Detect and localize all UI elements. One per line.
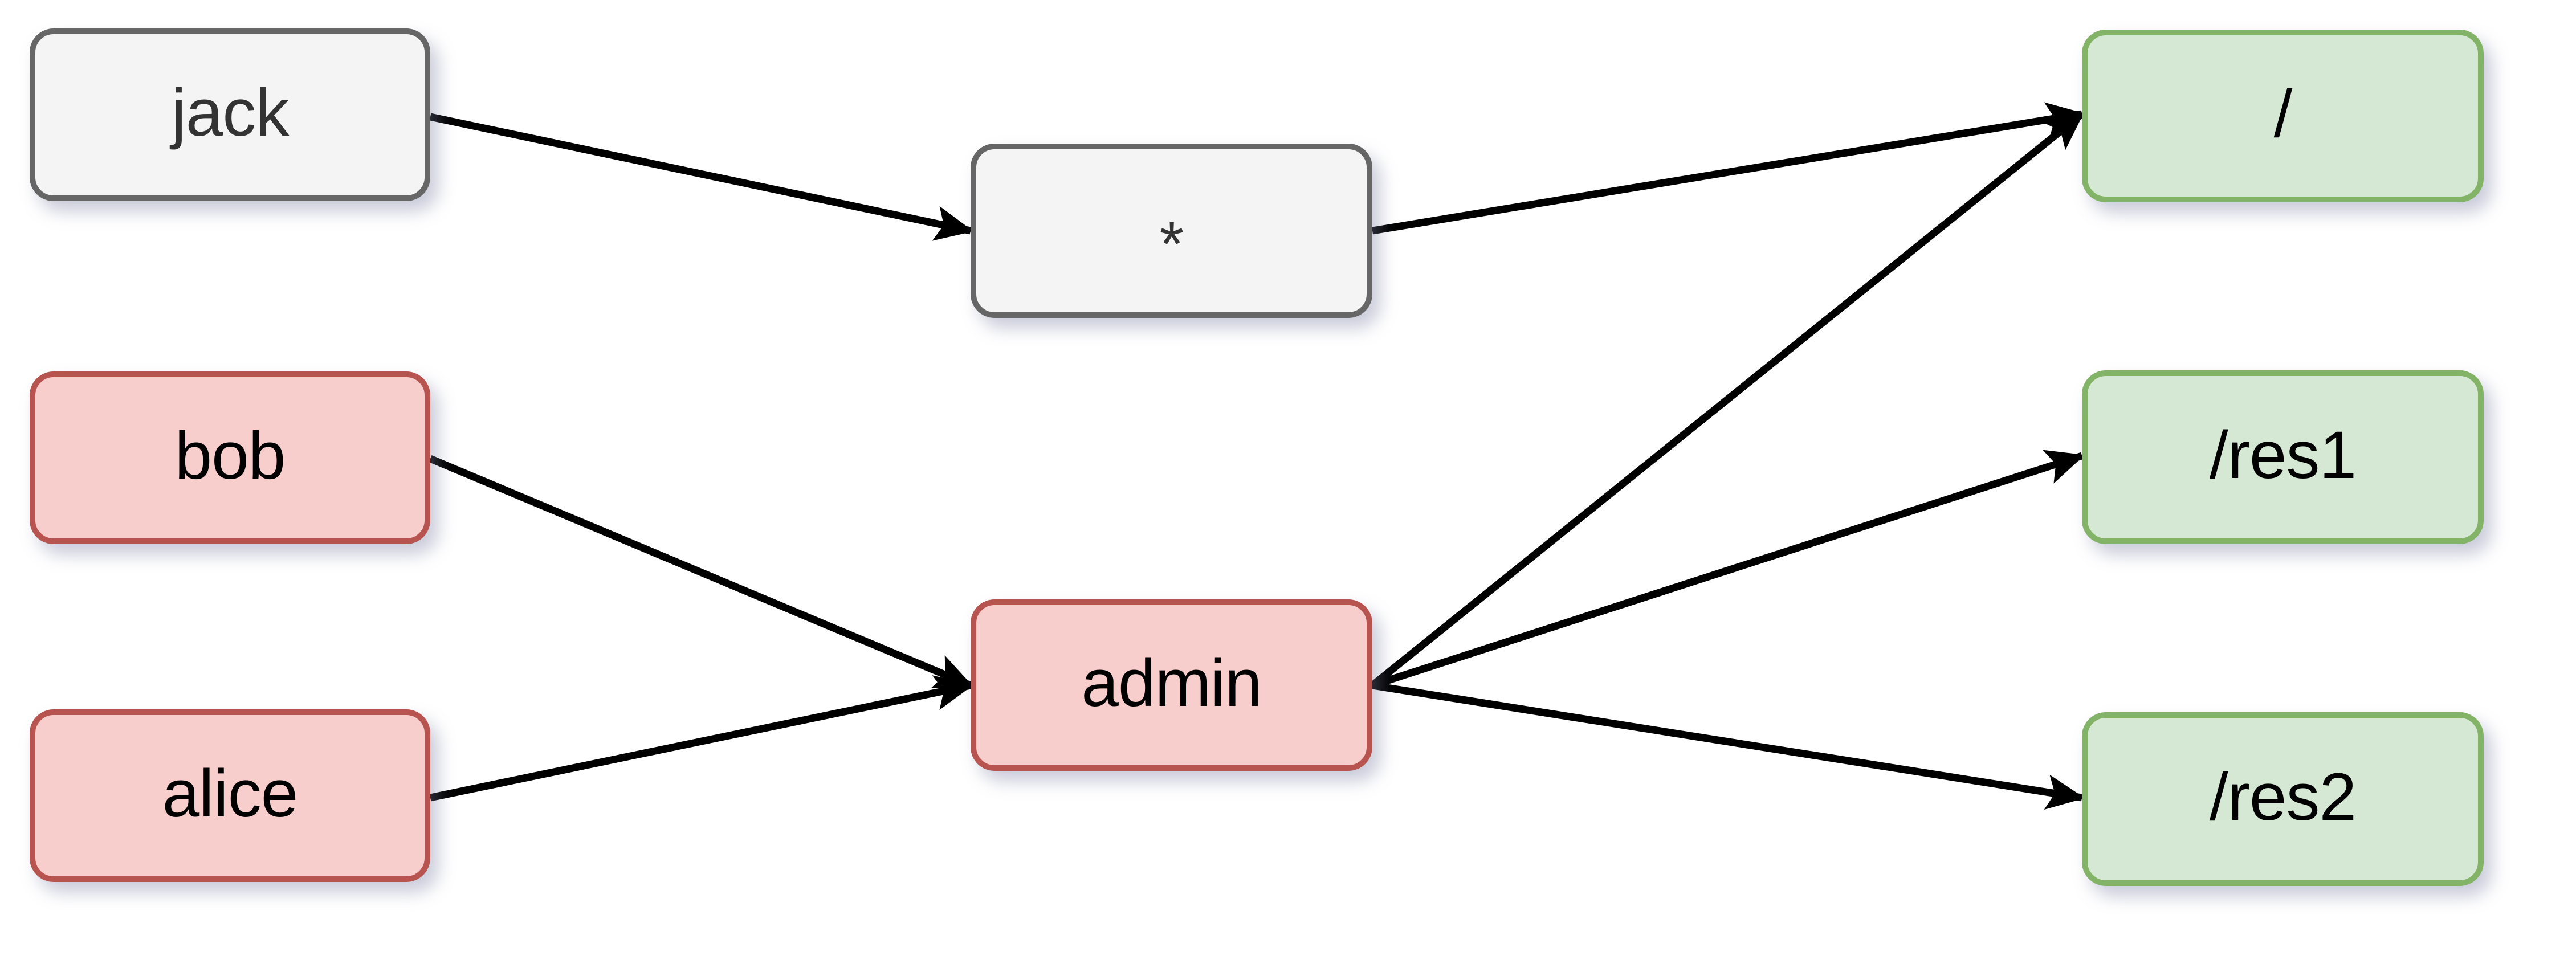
node-admin[interactable]: admin [971,599,1372,771]
node-star[interactable]: * [971,144,1372,318]
node-alice[interactable]: alice [30,709,430,882]
edge-jack-star [429,113,974,241]
edge-admin-res2 [1371,681,2085,810]
node-jack[interactable]: jack [30,28,430,201]
edge-alice-admin [429,675,974,802]
node-label-root: / [2273,76,2293,152]
node-res1[interactable]: /res1 [2082,370,2484,544]
node-label-bob: bob [174,418,286,493]
node-label-jack: jack [171,75,290,150]
node-label-admin: admin [1081,645,1262,721]
node-label-alice: alice [162,756,299,831]
edge-star-root [1371,102,2085,235]
node-res2[interactable]: /res2 [2082,712,2484,886]
node-label-star: * [1159,209,1184,279]
node-bob[interactable]: bob [30,371,430,544]
edge-admin-root [1369,111,2085,689]
node-root[interactable]: / [2082,30,2484,202]
node-label-res1: /res1 [2209,417,2357,493]
edge-bob-admin [429,455,973,689]
edge-admin-res1 [1371,450,2085,689]
node-label-res2: /res2 [2209,759,2357,835]
